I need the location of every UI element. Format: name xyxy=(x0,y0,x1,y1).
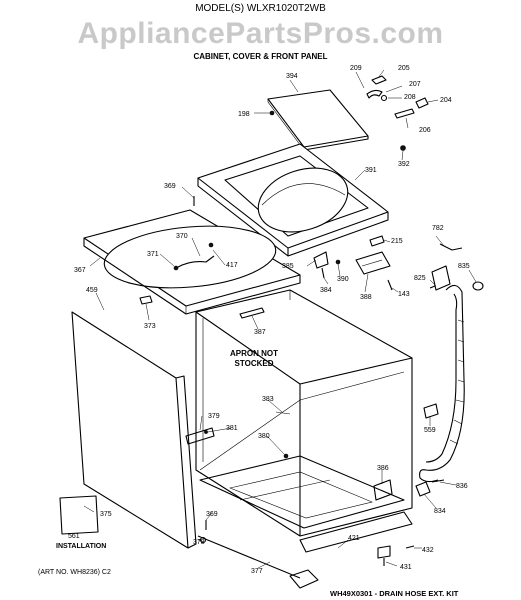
section-title: CABINET, COVER & FRONT PANEL xyxy=(193,52,328,61)
part-label-432: 432 xyxy=(422,547,434,554)
part-label-383: 383 xyxy=(262,396,274,403)
part-label-198: 198 xyxy=(238,111,250,118)
lid-drawing xyxy=(267,89,369,151)
part-label-384: 384 xyxy=(320,287,332,294)
part-label-381: 381 xyxy=(226,425,238,432)
part-label-561: 561 xyxy=(68,533,80,540)
watermark: AppliancePartsPros.com xyxy=(77,17,444,50)
part-label-205: 205 xyxy=(398,65,410,72)
front-panel-drawing xyxy=(71,311,197,549)
clamp-836-drawing xyxy=(431,479,445,483)
part-label-836: 836 xyxy=(456,483,468,490)
screw-383-drawing xyxy=(275,411,291,415)
part-label-559: 559 xyxy=(424,427,436,434)
part-label-369-lower: 369 xyxy=(206,511,218,518)
part-label-209: 209 xyxy=(350,65,362,72)
art-number: (ART NO. WH8236) C2 xyxy=(38,569,111,576)
part-label-378: 378 xyxy=(193,539,205,546)
leader-lines xyxy=(83,69,477,569)
part-label-431: 431 xyxy=(400,564,412,571)
part-label-421: 421 xyxy=(348,535,360,542)
part-label-367: 367 xyxy=(74,267,86,274)
installation-label: INSTALLATION xyxy=(56,543,106,550)
part-label-390: 390 xyxy=(337,276,349,283)
screw-198-drawing xyxy=(269,110,275,116)
part-label-417: 417 xyxy=(226,262,238,269)
part-label-370: 370 xyxy=(176,233,188,240)
front-strip-379-drawing xyxy=(185,427,215,445)
screw-432-drawing xyxy=(405,545,415,549)
part-label-375: 375 xyxy=(100,511,112,518)
clamp-835-drawing xyxy=(472,281,484,291)
cabinet-drawing xyxy=(195,289,413,537)
clip-381-drawing xyxy=(204,430,208,434)
clip-559-drawing xyxy=(423,403,439,419)
part-label-782: 782 xyxy=(432,225,444,232)
part-label-825: 825 xyxy=(414,275,426,282)
cabinet-top-cover-drawing xyxy=(197,143,389,257)
part-label-391: 391 xyxy=(365,167,377,174)
clip-373-drawing xyxy=(139,295,153,305)
part-label-373: 373 xyxy=(144,323,156,330)
part-label-143: 143 xyxy=(398,291,410,298)
base-frame-drawing xyxy=(199,455,413,553)
lid-switch-388-drawing xyxy=(335,235,393,291)
part-label-215: 215 xyxy=(391,238,403,245)
part-label-369-upper: 369 xyxy=(164,183,176,190)
part-label-392: 392 xyxy=(398,161,410,168)
spring-370-drawing xyxy=(175,255,215,269)
apron-note-line1: APRON NOT xyxy=(230,349,278,358)
apron-note-line2: STOCKED xyxy=(235,359,274,368)
rod-377-drawing xyxy=(197,535,319,589)
model-title: MODEL(S) WLXR1020T2WB xyxy=(195,3,326,14)
part-label-834: 834 xyxy=(434,508,446,515)
lid-switch-parts-drawing xyxy=(366,75,429,151)
part-label-207: 207 xyxy=(409,81,421,88)
drain-hose-kit-note: WH49X0301 - DRAIN HOSE EXT. KIT xyxy=(330,589,459,598)
drain-hose-drawing xyxy=(419,265,465,483)
part-label-385: 385 xyxy=(282,263,294,270)
part-label-377: 377 xyxy=(251,568,263,575)
installation-sheet-drawing xyxy=(59,495,99,535)
top-frame-ring-drawing xyxy=(83,209,301,315)
clip-371-drawing xyxy=(173,265,179,271)
part-label-394: 394 xyxy=(286,73,298,80)
part-label-387: 387 xyxy=(254,329,266,336)
clip-380-drawing xyxy=(283,453,289,459)
part-label-388: 388 xyxy=(360,294,372,301)
part-label-371: 371 xyxy=(147,251,159,258)
clamp-834-drawing xyxy=(415,481,431,497)
part-label-459: 459 xyxy=(86,287,98,294)
bracket-386-drawing xyxy=(373,479,393,501)
bracket-385-drawing xyxy=(313,251,329,269)
part-label-835: 835 xyxy=(458,263,470,270)
part-label-379: 379 xyxy=(208,413,220,420)
part-label-386: 386 xyxy=(377,465,389,472)
part-label-204: 204 xyxy=(440,97,452,104)
part-label-380: 380 xyxy=(258,433,270,440)
part-label-206: 206 xyxy=(419,127,431,134)
clip-417-drawing xyxy=(208,242,214,248)
leg-431-drawing xyxy=(377,545,391,559)
part-label-208: 208 xyxy=(404,94,416,101)
screw-384-drawing xyxy=(321,267,325,279)
part-number-labels: 394 209 205 207 208 204 206 198 392 391 … xyxy=(56,65,470,575)
